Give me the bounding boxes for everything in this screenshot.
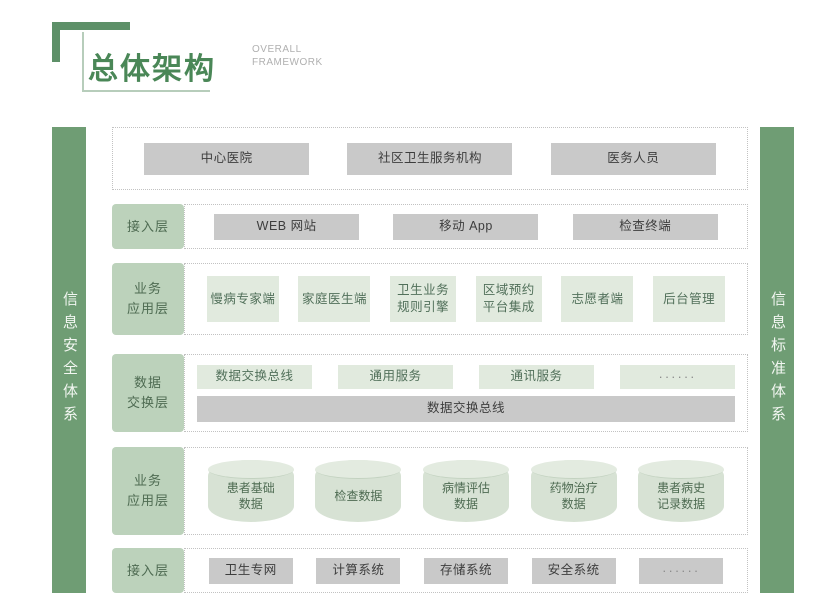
chip-data-exchange-more[interactable]: ······: [620, 364, 735, 389]
layer-label-business-app-lower: 业务 应用层: [112, 447, 184, 535]
data-exchange-bus-line: 数据交换总线: [197, 395, 735, 422]
chip-data-exchange-bus-service[interactable]: 数据交换总线: [197, 364, 312, 389]
title-block: 总体架构 OVERALL FRAMEWORK: [52, 22, 372, 92]
database-examination-data[interactable]: 检查数据: [315, 460, 402, 522]
layer-label-business-app-upper-line2: 应用层: [126, 301, 169, 316]
row-data-exchange-layer-container: 数据交换总线 通用服务 通讯服务 ······ 数据交换总线: [184, 354, 748, 432]
page-subtitle-line1: OVERALL: [252, 44, 302, 55]
layer-label-data-exchange: 数据 交换层: [112, 354, 184, 432]
bracket-corner-horizontal-icon: [52, 22, 130, 30]
row-access-layer-bottom: 接入层 卫生专网 计算系统 存储系统 安全系统 ······: [112, 548, 748, 593]
chip-family-doctor[interactable]: 家庭医生端: [298, 276, 371, 322]
chip-data-exchange-bus[interactable]: 数据交换总线: [197, 395, 735, 422]
layer-label-data-exchange-line1: 数据: [133, 375, 162, 390]
database-drug-treatment-data[interactable]: 药物治疗 数据: [530, 460, 617, 522]
database-patient-basic-data[interactable]: 患者基础 数据: [207, 460, 294, 522]
page-subtitle-line2: FRAMEWORK: [252, 57, 323, 68]
sidebar-right-label: 信息标准体系: [769, 291, 786, 429]
row-users: 中心医院 社区卫生服务机构 医务人员: [112, 127, 748, 190]
layer-label-business-app-upper: 业务 应用层: [112, 263, 184, 335]
chip-chronic-disease-expert[interactable]: 慢病专家端: [206, 276, 279, 322]
chip-computing-system[interactable]: 计算系统: [316, 557, 401, 584]
layer-label-access-bottom: 接入层: [112, 548, 184, 593]
bracket-thin-horizontal-icon: [82, 90, 210, 92]
bracket-corner-vertical-icon: [52, 22, 60, 62]
layer-label-access-bottom-line1: 接入层: [126, 562, 169, 578]
row-data-exchange-layer: 数据 交换层 数据交换总线 通用服务 通讯服务 ······ 数据交换总线: [112, 354, 748, 432]
page-subtitle: OVERALL FRAMEWORK: [252, 43, 323, 69]
chip-central-hospital[interactable]: 中心医院: [144, 142, 310, 175]
chip-medical-staff[interactable]: 医务人员: [550, 142, 716, 175]
bracket-thin-vertical-icon: [82, 32, 84, 92]
database-drug-treatment-data-label: 药物治疗 数据: [549, 481, 598, 511]
chip-web-site[interactable]: WEB 网站: [214, 213, 360, 240]
layer-label-data-exchange-line2: 交换层: [126, 395, 169, 410]
row-data-stores: 业务 应用层 患者基础 数据 检查数据 病情评估 数据 药物治疗 数据 患者病史…: [112, 447, 748, 535]
row-access-layer-bottom-container: 卫生专网 计算系统 存储系统 安全系统 ······: [184, 548, 748, 593]
sidebar-left-label: 信息安全体系: [61, 291, 78, 429]
chip-health-private-network[interactable]: 卫生专网: [208, 557, 293, 584]
chip-infrastructure-more[interactable]: ······: [639, 557, 724, 584]
database-patient-basic-data-label: 患者基础 数据: [226, 481, 275, 511]
chip-community-health-institution[interactable]: 社区卫生服务机构: [347, 142, 513, 175]
layer-label-business-app-upper-line1: 业务: [133, 281, 162, 296]
chip-backend-management[interactable]: 后台管理: [653, 276, 726, 322]
layer-label-access-top-line1: 接入层: [126, 218, 169, 234]
database-examination-data-label: 检查数据: [334, 489, 383, 503]
page-title: 总体架构: [88, 53, 216, 86]
chip-mobile-app[interactable]: 移动 App: [393, 213, 539, 240]
chip-communication-service[interactable]: 通讯服务: [479, 364, 594, 389]
chip-storage-system[interactable]: 存储系统: [423, 557, 508, 584]
sidebar-right-information-standard: 信息标准体系: [760, 127, 794, 593]
row-users-container: 中心医院 社区卫生服务机构 医务人员: [112, 127, 748, 190]
chip-security-system[interactable]: 安全系统: [531, 557, 616, 584]
database-patient-history-record-data-label: 患者病史 记录数据: [657, 481, 706, 511]
layer-label-business-app-lower-line1: 业务: [133, 473, 162, 488]
row-data-stores-container: 患者基础 数据 检查数据 病情评估 数据 药物治疗 数据 患者病史 记录数据: [184, 447, 748, 535]
database-condition-assessment-data-label: 病情评估 数据: [441, 481, 490, 511]
chip-volunteer[interactable]: 志愿者端: [561, 276, 634, 322]
chip-regional-appointment-platform[interactable]: 区域预约 平台集成: [475, 276, 542, 322]
chip-health-business-rule-engine[interactable]: 卫生业务 规则引擎: [390, 276, 457, 322]
layer-label-access-top: 接入层: [112, 204, 184, 249]
chip-common-service[interactable]: 通用服务: [338, 364, 453, 389]
data-exchange-services-line: 数据交换总线 通用服务 通讯服务 ······: [197, 364, 735, 389]
row-business-application-layer-container: 慢病专家端 家庭医生端 卫生业务 规则引擎 区域预约 平台集成 志愿者端 后台管…: [184, 263, 748, 335]
sidebar-left-information-security: 信息安全体系: [52, 127, 86, 593]
row-access-layer-top-container: WEB 网站 移动 App 检查终端: [184, 204, 748, 249]
row-business-application-layer: 业务 应用层 慢病专家端 家庭医生端 卫生业务 规则引擎 区域预约 平台集成 志…: [112, 263, 748, 335]
database-patient-history-record-data[interactable]: 患者病史 记录数据: [638, 460, 725, 522]
row-access-layer-top: 接入层 WEB 网站 移动 App 检查终端: [112, 204, 748, 249]
database-condition-assessment-data[interactable]: 病情评估 数据: [422, 460, 509, 522]
chip-inspection-terminal[interactable]: 检查终端: [572, 213, 718, 240]
layer-label-business-app-lower-line2: 应用层: [126, 493, 169, 508]
